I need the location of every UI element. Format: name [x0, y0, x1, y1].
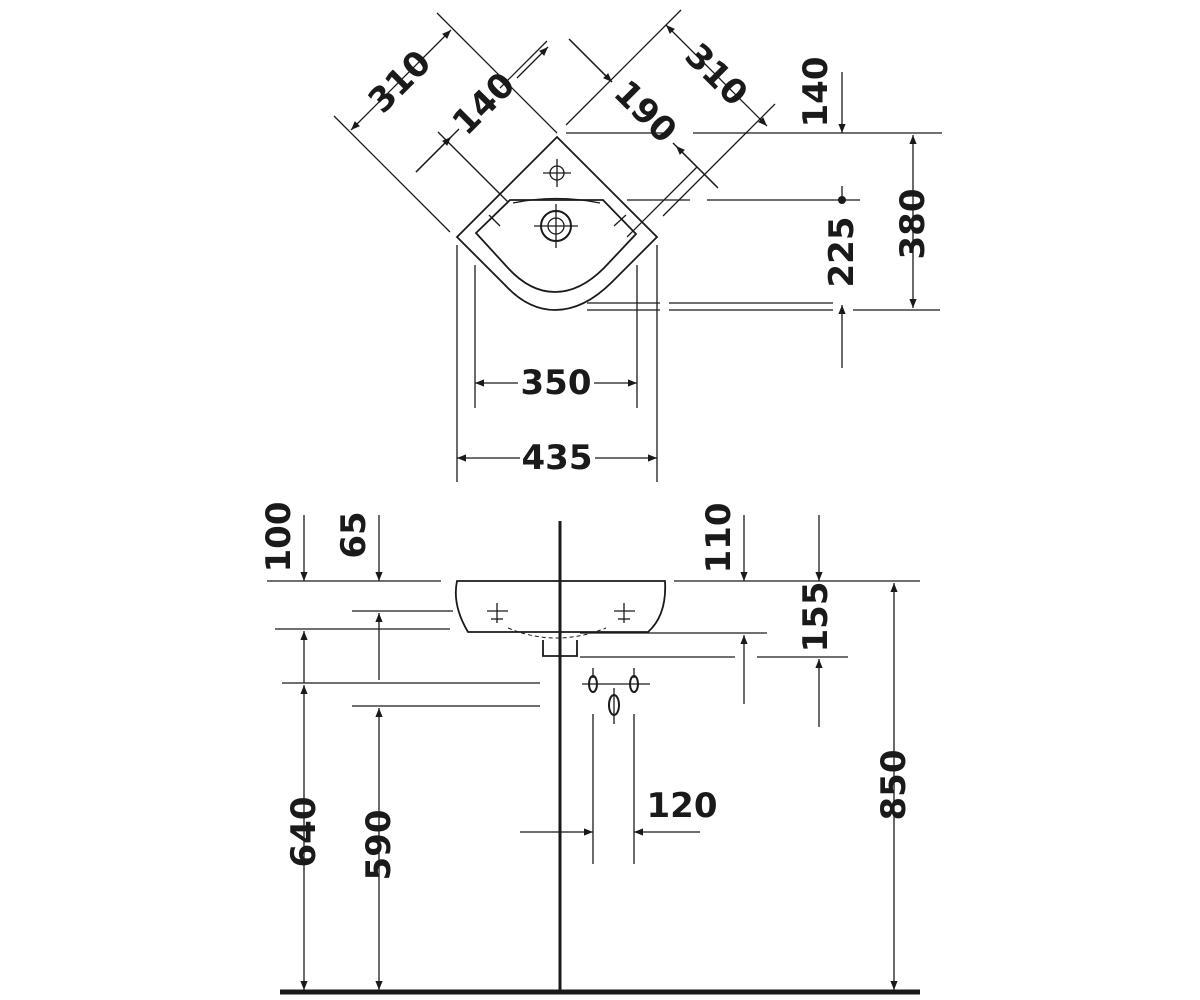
supply-connection-symbols — [582, 668, 650, 724]
plan-dimension-labels: 310 140 190 310 140 225 380 350 435 — [361, 36, 933, 478]
plan-extension-lines — [333, 9, 942, 482]
dim-depth: 380 — [893, 189, 933, 260]
elevation-dimension-lines — [300, 515, 898, 990]
plan-view: 310 140 190 310 140 225 380 350 435 — [333, 9, 942, 482]
dim-side-left: 310 — [361, 43, 439, 121]
dim-rim-offset-right: 110 — [699, 503, 739, 574]
elevation-extension-lines — [267, 580, 920, 864]
elevation-view: 100 65 110 155 640 590 120 850 — [259, 502, 920, 995]
dim-waste-drop: 155 — [796, 582, 836, 653]
plan-dimension-lines — [350, 24, 917, 462]
basin-elevation-outline — [454, 580, 667, 657]
dim-bowl-width: 350 — [521, 363, 592, 403]
tap-hole-symbol — [543, 159, 571, 187]
basin-plan-outline — [455, 135, 659, 311]
dim-supply-spacing: 120 — [647, 786, 718, 826]
dim-height-590: 590 — [359, 810, 399, 881]
drain-symbol — [534, 204, 578, 248]
dim-back-offset: 140 — [796, 57, 836, 128]
dim-overall-width: 435 — [522, 438, 593, 478]
dim-rim-offset-left: 100 — [259, 502, 299, 573]
elevation-dimension-labels: 100 65 110 155 640 590 120 850 — [259, 502, 914, 881]
dim-tap-offset: 190 — [606, 73, 684, 151]
dim-rim-offset-inner: 65 — [334, 511, 374, 558]
dim-bowl-center: 225 — [822, 217, 862, 288]
dim-height-640: 640 — [284, 797, 324, 868]
center-point-marker — [838, 196, 846, 204]
valve-symbol-left — [487, 603, 508, 623]
valve-symbol-right — [614, 603, 635, 623]
dim-rim-height: 850 — [874, 750, 914, 821]
